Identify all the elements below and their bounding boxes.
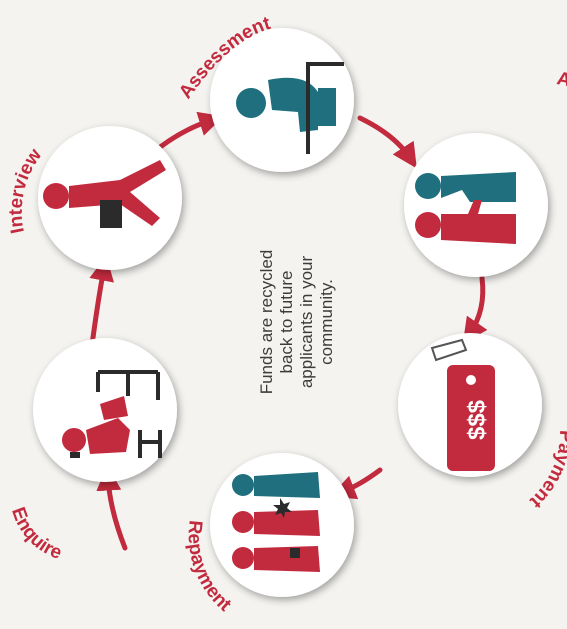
center-line-2: back to future <box>277 270 296 373</box>
step-interview <box>38 126 182 270</box>
arrow-repayment-to-enquire <box>96 465 128 551</box>
arrow-assessment-to-approval <box>357 115 417 169</box>
label-enquire: Enquire <box>7 505 65 564</box>
arrow-enquire-to-interview <box>89 255 114 348</box>
two-people-icon <box>415 172 516 244</box>
person-at-desk-icon <box>236 62 344 154</box>
person-with-bag-icon <box>43 160 166 228</box>
center-line-3: applicants in your <box>297 256 316 389</box>
three-people-icon <box>232 472 320 572</box>
step-approval <box>404 133 548 277</box>
arrow-payment-to-repayment <box>330 467 383 500</box>
step-repayment <box>210 453 354 597</box>
arrow-approval-to-payment <box>462 275 488 344</box>
step-payment: $$$ <box>398 333 542 477</box>
center-line-4: community. <box>317 279 336 365</box>
center-text: Funds are recycled back to future applic… <box>257 250 336 395</box>
label-approval-text: Approval <box>555 68 567 134</box>
money-tag-icon: $$$ <box>430 338 495 471</box>
step-assessment <box>210 28 354 172</box>
center-line-1: Funds are recycled <box>257 250 276 395</box>
payment-tag-text: $$$ <box>463 399 490 440</box>
person-at-desk-phone-icon <box>62 370 162 458</box>
step-enquire <box>33 338 177 482</box>
label-enquire-text: Enquire <box>7 505 65 564</box>
label-approval: Approval <box>555 68 567 134</box>
cycle-arrows <box>89 111 488 551</box>
